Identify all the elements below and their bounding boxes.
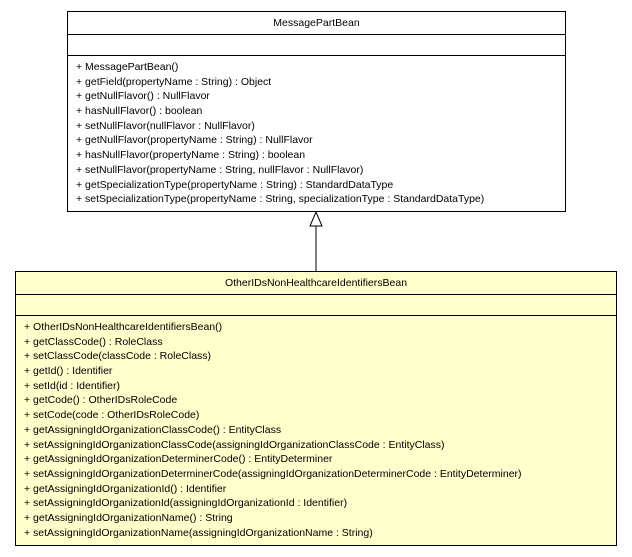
operation: + getAssigningIdOrganizationDeterminerCo… <box>24 453 333 466</box>
operation: + setAssigningIdOrganizationId(assigning… <box>24 497 348 510</box>
operation: + hasNullFlavor(propertyName : String) :… <box>76 149 306 162</box>
operation: + getAssigningIdOrganizationId() : Ident… <box>24 482 227 495</box>
operation: + getId() : Identifier <box>24 365 113 378</box>
class-message-part-bean[interactable]: MessagePartBean + MessagePartBean() + get… <box>67 11 566 212</box>
operation: + setNullFlavor(nullFlavor : NullFlavor) <box>76 119 255 132</box>
operation: + setAssigningIdOrganizationDeterminerCo… <box>24 467 522 480</box>
operation: + getClassCode() : RoleClass <box>24 335 163 348</box>
class-name: MessagePartBean <box>68 12 565 35</box>
class-name: OtherIDsNonHealthcareIdentifiersBean <box>16 272 616 295</box>
operation: + setId(id : Identifier) <box>24 379 121 392</box>
operations-compartment: + MessagePartBean() + getField(propertyNa… <box>68 56 565 207</box>
operation: + getNullFlavor() : NullFlavor <box>76 90 210 103</box>
operation: + setAssigningIdOrganizationName(assigni… <box>24 526 373 539</box>
attributes-compartment <box>68 35 565 56</box>
operation: + getNullFlavor(propertyName : String) :… <box>76 134 313 147</box>
operation: + MessagePartBean() <box>76 61 179 73</box>
generalization-arrowhead <box>309 210 323 227</box>
operation: + OtherIDsNonHealthcareIdentifiersBean() <box>24 321 223 333</box>
operations-compartment: + OtherIDsNonHealthcareIdentifiersBean()… <box>16 316 616 540</box>
operation: + getSpecializationType(propertyName : S… <box>76 178 394 191</box>
operation: + getAssigningIdOrganizationClassCode() … <box>24 423 282 436</box>
operation: + setClassCode(classCode : RoleClass) <box>24 350 212 363</box>
operation: + getCode() : OtherIDsRoleCode <box>24 394 178 407</box>
operation: + setCode(code : OtherIDsRoleCode) <box>24 409 200 422</box>
operation: + setAssigningIdOrganizationClassCode(as… <box>24 438 445 451</box>
operation: + hasNullFlavor() : boolean <box>76 105 203 118</box>
operation: + setNullFlavor(propertyName : String, n… <box>76 163 364 176</box>
class-other-ids-non-healthcare-identifiers-bean[interactable]: OtherIDsNonHealthcareIdentifiersBean + O… <box>15 271 617 546</box>
operation: + getField(propertyName : String) : Obje… <box>76 75 272 88</box>
attributes-compartment <box>16 295 616 316</box>
operation: + setSpecializationType(propertyName : S… <box>76 193 485 206</box>
operation: + getAssigningIdOrganizationName() : Str… <box>24 511 233 524</box>
